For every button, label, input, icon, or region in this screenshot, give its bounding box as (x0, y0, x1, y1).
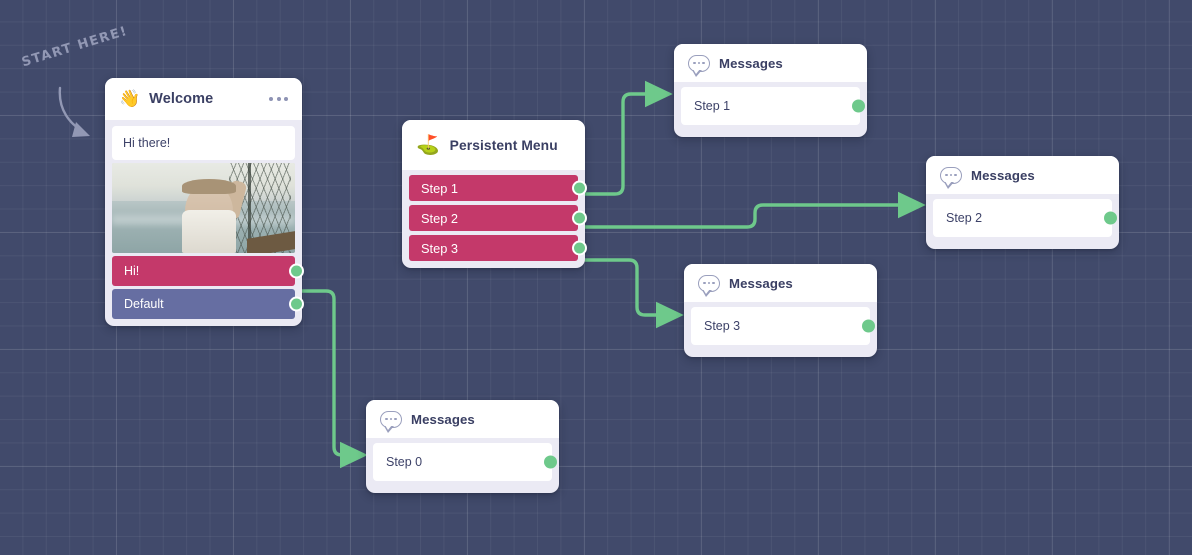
ellipsis-icon[interactable] (269, 97, 288, 101)
messages-step-2-row[interactable]: Step 2 (933, 199, 1117, 237)
messages-step-2-body: Step 2 (926, 194, 1119, 249)
messages-step-3-label: Step 3 (704, 319, 741, 333)
port-menu-step-1[interactable] (572, 180, 587, 196)
wire-hi-to-step0 (298, 289, 368, 469)
menu-item-step-1[interactable]: Step 1 (409, 175, 587, 201)
golf-flag-icon: ⛳ (416, 133, 440, 156)
node-messages-step-1[interactable]: Messages Step 1 (674, 44, 867, 137)
menu-item-step-2-label: Step 2 (421, 210, 458, 226)
quick-reply-default[interactable]: Default (112, 289, 304, 319)
wire-step3-to-messages (578, 258, 684, 329)
wire-step2-to-messages (578, 191, 926, 229)
port-menu-step-3[interactable] (572, 240, 587, 256)
speech-bubble-icon (698, 274, 720, 297)
menu-item-step-2[interactable]: Step 2 (409, 205, 587, 231)
messages-step-2-title: Messages (971, 167, 1035, 183)
node-welcome[interactable]: 👋 Welcome Hi there! Hi! Default (105, 78, 304, 326)
messages-step-0-body: Step 0 (366, 438, 559, 493)
node-messages-step-0[interactable]: Messages Step 0 (366, 400, 559, 493)
messages-step-1-row[interactable]: Step 1 (681, 87, 865, 125)
messages-step-0-row[interactable]: Step 0 (373, 443, 557, 481)
quick-reply-hi-label: Hi! (124, 264, 140, 278)
messages-step-0-label: Step 0 (386, 455, 423, 469)
persistent-menu-title: Persistent Menu (449, 137, 558, 153)
menu-item-step-1-label: Step 1 (421, 180, 458, 196)
menu-item-step-3-label: Step 3 (421, 240, 458, 256)
waving-hand-icon: 👋 (119, 88, 141, 109)
quick-reply-hi[interactable]: Hi! (112, 256, 304, 286)
quick-reply-default-label: Default (124, 297, 164, 311)
persistent-menu-body: Step 1 Step 2 Step 3 (402, 170, 587, 268)
wire-step1-to-messages (578, 80, 673, 196)
port-messages-step-3[interactable] (862, 319, 875, 333)
messages-step-0-header: Messages (366, 400, 559, 438)
welcome-title: Welcome (149, 91, 214, 107)
messages-step-0-title: Messages (411, 411, 475, 427)
speech-bubble-icon (940, 166, 962, 189)
messages-step-1-body: Step 1 (674, 82, 867, 137)
port-messages-step-2[interactable] (1104, 211, 1117, 225)
messages-step-3-body: Step 3 (684, 302, 877, 357)
welcome-image[interactable] (112, 163, 295, 253)
port-messages-step-0[interactable] (544, 455, 557, 469)
persistent-menu-header: ⛳ Persistent Menu (402, 120, 585, 170)
welcome-header: 👋 Welcome (105, 78, 302, 120)
port-quick-reply-default[interactable] (289, 296, 304, 312)
port-quick-reply-hi[interactable] (289, 263, 304, 279)
messages-step-3-title: Messages (729, 275, 793, 291)
menu-item-step-3[interactable]: Step 3 (409, 235, 587, 261)
messages-step-1-title: Messages (719, 55, 783, 71)
start-here-arrow-icon (58, 86, 90, 137)
port-menu-step-2[interactable] (572, 210, 587, 226)
messages-step-3-row[interactable]: Step 3 (691, 307, 875, 345)
port-messages-step-1[interactable] (852, 99, 865, 113)
welcome-body: Hi there! Hi! Default (105, 120, 304, 326)
node-persistent-menu[interactable]: ⛳ Persistent Menu Step 1 Step 2 Step 3 (402, 120, 587, 268)
node-messages-step-2[interactable]: Messages Step 2 (926, 156, 1119, 249)
speech-bubble-icon (688, 54, 710, 77)
messages-step-2-header: Messages (926, 156, 1119, 194)
welcome-message-text[interactable]: Hi there! (112, 126, 295, 160)
messages-step-1-header: Messages (674, 44, 867, 82)
messages-step-1-label: Step 1 (694, 99, 731, 113)
messages-step-2-label: Step 2 (946, 211, 983, 225)
node-messages-step-3[interactable]: Messages Step 3 (684, 264, 877, 357)
speech-bubble-icon (380, 410, 402, 433)
messages-step-3-header: Messages (684, 264, 877, 302)
start-here-annotation: START HERE! (14, 24, 130, 150)
